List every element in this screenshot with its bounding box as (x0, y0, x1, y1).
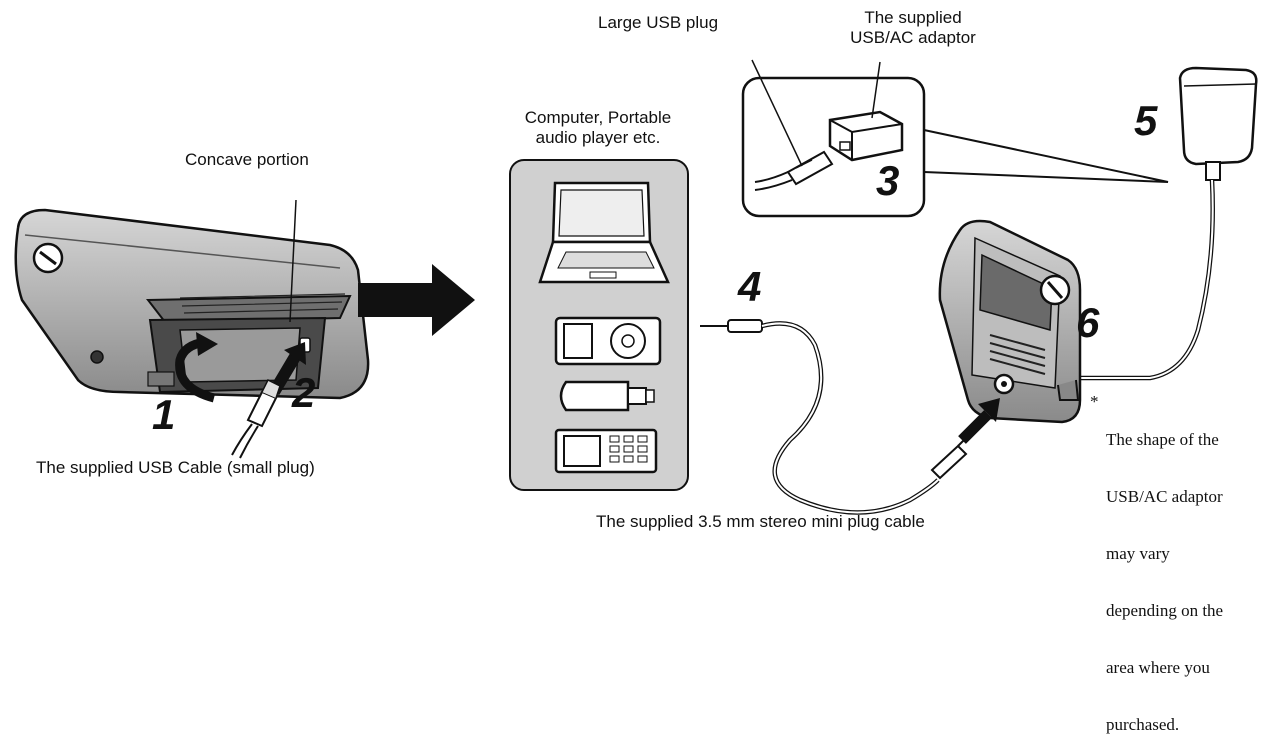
computer-label-line1: Computer, Portable (524, 108, 672, 127)
step-number-4: 4 (738, 263, 762, 310)
computer-label: Computer, Portable audio player etc. (498, 108, 698, 148)
usb-cable-label: The supplied USB Cable (small plug) (36, 458, 315, 477)
step-number-3: 3 (876, 157, 900, 204)
supplied-adaptor-label-line1: The supplied (864, 8, 962, 27)
mini-plug-cable-label: The supplied 3.5 mm stereo mini plug cab… (596, 512, 925, 531)
step-number-6: 6 (1076, 299, 1100, 346)
footnote-line: area where you (1106, 658, 1210, 677)
big-right-arrow (358, 264, 475, 336)
wall-adaptor-illustration (1078, 66, 1258, 381)
supplied-adaptor-label-line2: USB/AC adaptor (850, 28, 976, 47)
concave-portion-label: Concave portion (185, 150, 309, 169)
portable-player-icon (554, 316, 662, 366)
step-number-5: 5 (1134, 97, 1158, 144)
footnote-text: The shape of the USB/AC adaptor may vary… (1106, 392, 1223, 753)
footnote-line: The shape of the (1106, 430, 1219, 449)
computer-label-line2: audio player etc. (535, 128, 661, 147)
mini-plug-cable-illustration (700, 319, 973, 515)
adaptor-callout (741, 59, 1169, 218)
speaker-front-illustration (938, 219, 1082, 444)
footnote-line: purchased. (1106, 715, 1180, 734)
step-number-2: 2 (292, 369, 316, 416)
footnote-line: depending on the (1106, 601, 1224, 620)
laptop-icon (538, 181, 670, 284)
speaker-back-illustration (14, 199, 370, 459)
audio-source-devices-panel (509, 159, 689, 491)
footnote-marker: * (1090, 392, 1099, 411)
usb-memory-icon (559, 380, 655, 412)
footnote-line: USB/AC adaptor (1106, 487, 1223, 506)
mobile-phone-icon (554, 428, 658, 474)
large-usb-plug-label: Large USB plug (598, 13, 719, 32)
supplied-adaptor-label: The supplied USB/AC adaptor (838, 8, 988, 48)
footnote-line: may vary (1106, 544, 1170, 563)
step-number-1: 1 (152, 391, 176, 438)
connection-diagram (14, 59, 1258, 515)
